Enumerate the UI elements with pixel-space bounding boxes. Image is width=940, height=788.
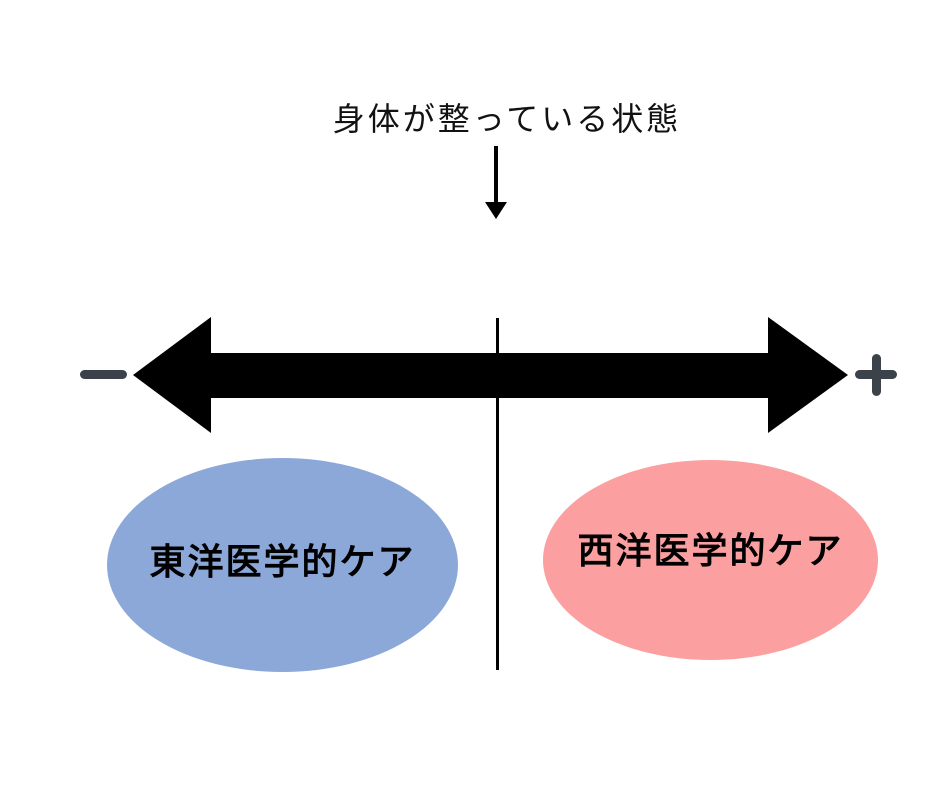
- plus-sign-icon: [854, 353, 898, 397]
- western-care-ellipse: 西洋医学的ケア: [543, 460, 878, 660]
- eastern-care-ellipse: 東洋医学的ケア: [107, 458, 458, 672]
- down-arrow-shaft: [494, 146, 498, 203]
- plus-sign-vertical-bar: [871, 354, 881, 396]
- arrow-shaft: [211, 353, 768, 398]
- diagram-title: 身体が整っている状態: [332, 101, 682, 137]
- eastern-care-label: 東洋医学的ケア: [149, 541, 416, 582]
- minus-sign-icon: [80, 370, 127, 379]
- left-arrowhead-icon: [133, 317, 211, 433]
- down-arrow-head: [485, 202, 507, 219]
- right-arrowhead-icon: [768, 317, 848, 433]
- western-care-label: 西洋医学的ケア: [577, 530, 844, 571]
- center-divider-line: [496, 318, 499, 670]
